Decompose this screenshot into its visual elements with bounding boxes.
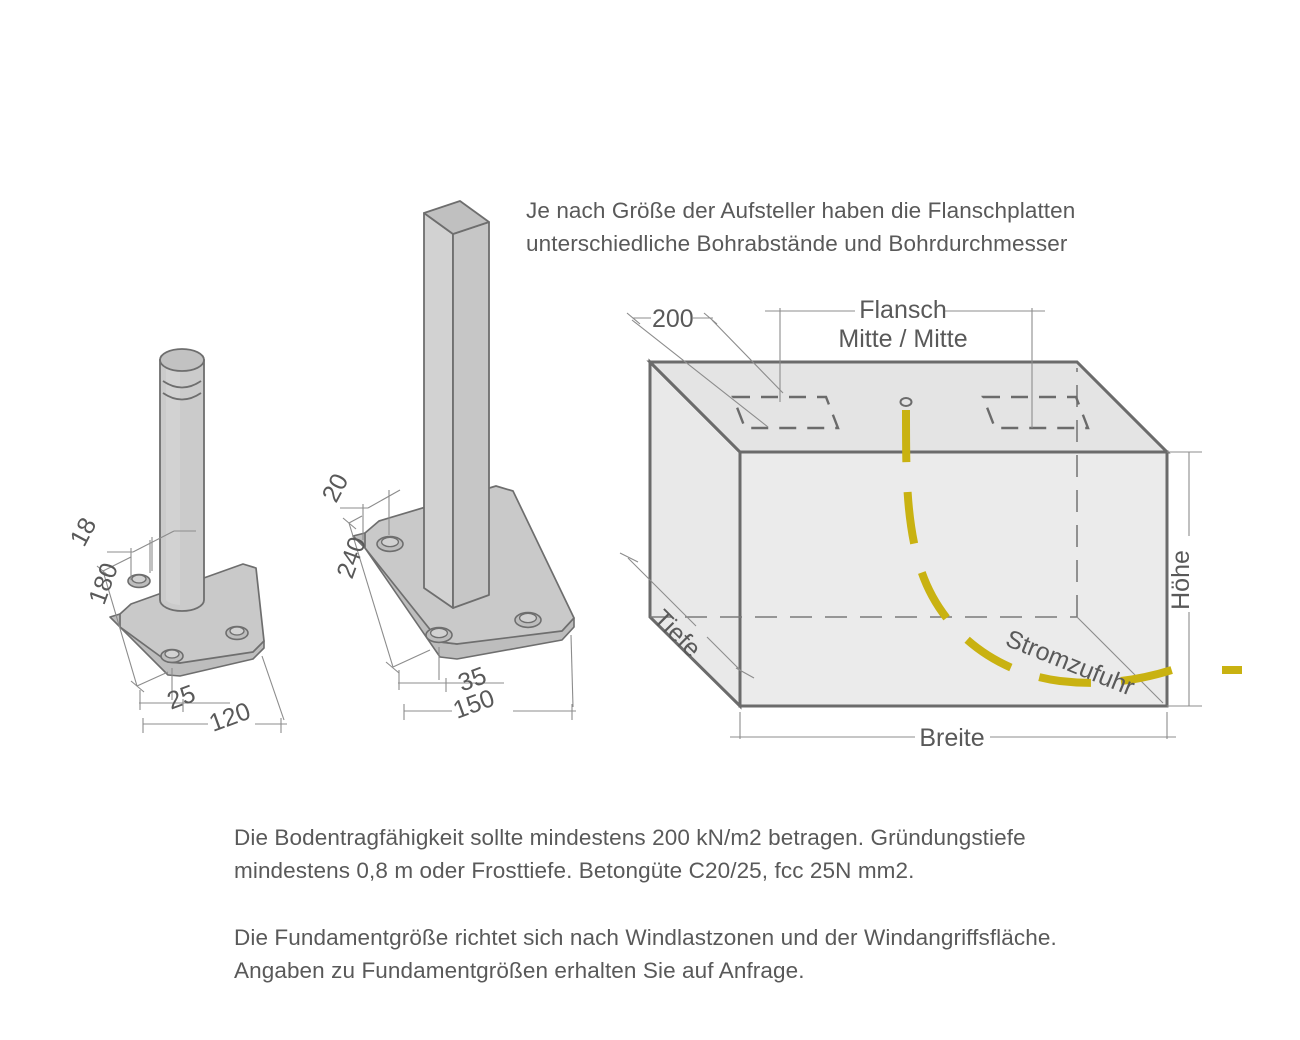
dim-label-hoehe: Höhe [1167, 550, 1195, 610]
bolt-hole [127, 573, 151, 589]
note-foundation-size: Die Fundamentgröße richtet sich nach Win… [234, 925, 1057, 983]
dim-label-25: 25 [163, 680, 199, 716]
flange-plate-round [109, 563, 265, 677]
square-post [423, 200, 490, 609]
dim-label-breite: Breite [919, 724, 984, 752]
dim-label-200: 200 [652, 305, 694, 333]
dim-label-150: 150 [449, 684, 498, 725]
flange-footprint-left [731, 395, 840, 430]
foundation-hidden-edges [650, 368, 1078, 618]
assembly-square-post-plate [340, 200, 576, 720]
dimensions-round-plate [96, 530, 287, 733]
dim-label-flansch-line1: Flansch [859, 296, 947, 324]
dim-label-180: 180 [83, 559, 124, 608]
flange-plate-round-holes [127, 573, 249, 664]
flange-plate-square-holes [376, 535, 542, 644]
dim-label-20: 20 [317, 469, 355, 507]
dimensions-foundation [619, 308, 1202, 739]
bolt-hole [376, 535, 404, 553]
power-cable [902, 409, 1242, 687]
foundation-back-corner-leader [1076, 616, 1164, 704]
cable-entry-ring [899, 397, 913, 407]
round-post [159, 348, 205, 612]
flange-footprint-right [981, 395, 1090, 430]
assembly-round-post-plate [96, 348, 287, 733]
dim-label-18: 18 [65, 513, 103, 551]
note-soil-bearing: Die Bodentragfähigkeit sollte mindestens… [234, 825, 1026, 883]
dim-label-flansch-line2: Mitte / Mitte [838, 325, 967, 353]
bolt-hole [514, 611, 542, 629]
bolt-hole [160, 648, 184, 664]
bolt-hole [225, 625, 249, 641]
assembly-foundation-block [619, 308, 1242, 739]
dimensions-square-plate [340, 489, 576, 720]
bolt-hole [425, 626, 453, 644]
note-flange-variation: Je nach Größe der Aufsteller haben die F… [526, 198, 1076, 256]
